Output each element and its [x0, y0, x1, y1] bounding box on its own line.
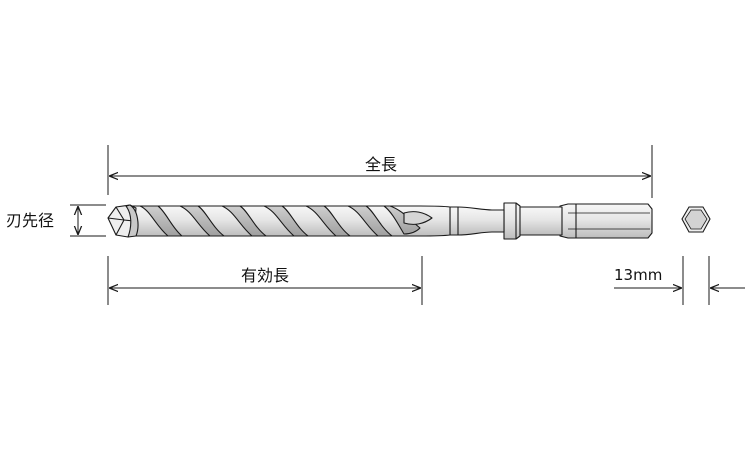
shank-collar [503, 202, 521, 240]
tip-diameter-dimension: 刃先径 [6, 204, 106, 237]
round-shank [517, 206, 563, 236]
hex-shank [559, 203, 653, 239]
spiral-flutes [139, 205, 421, 237]
neck [449, 206, 505, 236]
effective-length-label: 有効長 [241, 266, 289, 285]
hex-size-dimension: 13mm [614, 256, 745, 305]
tip-diameter-label: 刃先径 [6, 211, 54, 230]
hex-size-label: 13mm [614, 266, 662, 284]
hex-end-view [681, 206, 711, 233]
drill-bit [107, 202, 653, 240]
flute-runout [403, 211, 433, 225]
overall-length-dimension: 全長 [107, 145, 653, 198]
hex-inner [684, 209, 708, 230]
carbide-tip [107, 204, 139, 238]
overall-length-label: 全長 [365, 155, 397, 174]
effective-length-dimension: 有効長 [107, 256, 423, 305]
